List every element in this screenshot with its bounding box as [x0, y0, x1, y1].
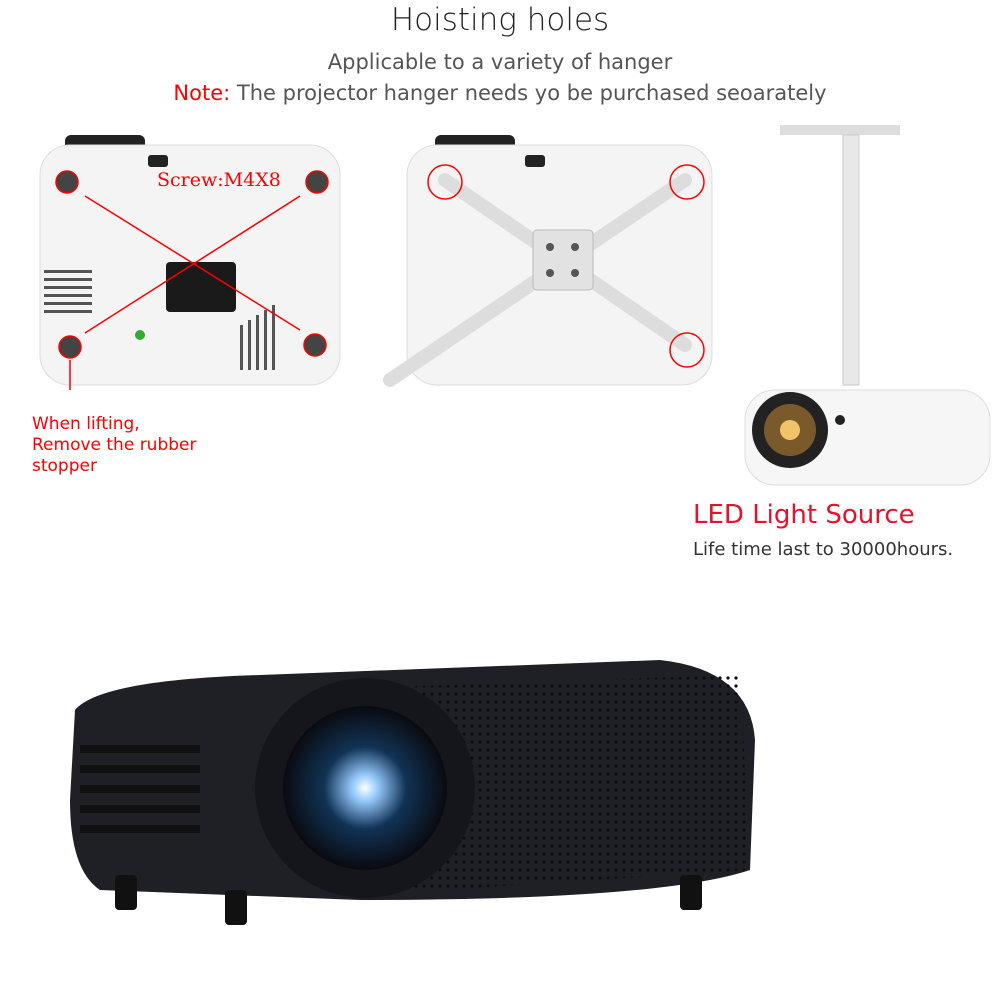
- projector-front-image: [70, 660, 755, 925]
- projector-bottom-image: [39, 135, 341, 390]
- led-title: LED Light Source: [693, 500, 915, 530]
- lifting-note-line: When lifting,: [32, 414, 140, 434]
- screw-label: Screw:M4X8: [157, 169, 281, 191]
- led-lifetime-text: Life time last to 30000hours.: [693, 539, 954, 560]
- note-label: Note:: [173, 81, 231, 105]
- subtitle: Applicable to a variety of hanger: [327, 50, 673, 74]
- note: Note: The projector hanger needs yo be p…: [0, 81, 1000, 105]
- page-title: Hoisting holes: [390, 2, 610, 38]
- note-text: The projector hanger needs yo be purchas…: [230, 81, 827, 105]
- lifting-note: When lifting, Remove the rubber stopper: [32, 414, 232, 477]
- ceiling-mounted-projector-image: [744, 125, 991, 486]
- projector-with-bracket-image: [383, 135, 713, 387]
- lifting-note-line: stopper: [32, 456, 97, 476]
- lifting-note-line: Remove the rubber: [32, 435, 197, 455]
